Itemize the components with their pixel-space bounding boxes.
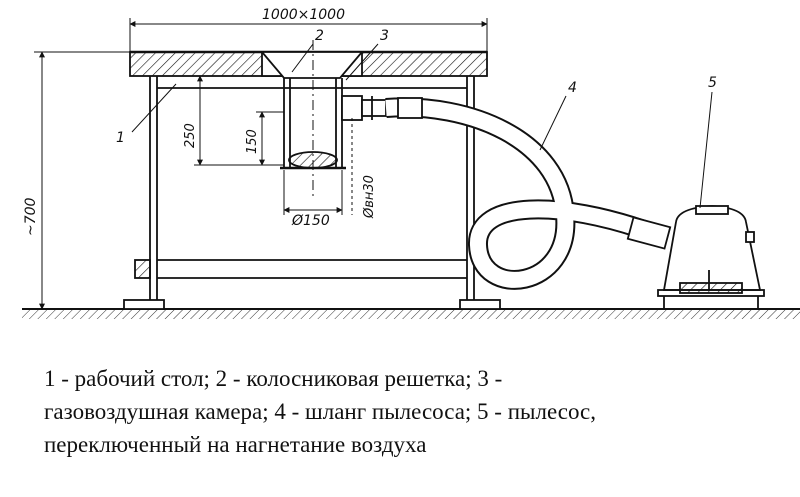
callout-2: 2	[315, 28, 324, 44]
caption-line-3: переключенный на нагнетание воздуха	[44, 432, 427, 457]
technical-drawing: 1000×1000 ~700 250 150 Ø150 Øвн30 1 2 3 …	[22, 7, 800, 319]
callout-4: 4	[568, 80, 577, 96]
leader-lines	[131, 43, 713, 209]
callout-1: 1	[116, 130, 125, 146]
caption-line-1: 1 - рабочий стол; 2 - колосниковая решет…	[44, 366, 503, 391]
caption-line-2: газовоздушная камера; 4 - шланг пылесоса…	[44, 399, 596, 424]
callout-5: 5	[708, 75, 717, 91]
width-dimension-label: 1000×1000	[262, 7, 345, 23]
diameter-150-label: Ø150	[291, 213, 330, 229]
work-table	[123, 50, 501, 310]
callout-3: 3	[380, 28, 389, 44]
vacuum-cleaner	[657, 205, 765, 309]
figure-caption: 1 - рабочий стол; 2 - колосниковая решет…	[44, 362, 784, 461]
dimension-lines	[34, 18, 488, 310]
ground	[22, 308, 800, 319]
nozzle-diameter-label: Øвн30	[362, 175, 377, 219]
height-dimension-label: ~700	[23, 197, 39, 236]
vacuum-hose	[385, 97, 672, 290]
gas-air-chamber	[260, 40, 387, 200]
depth-250-label: 250	[183, 123, 198, 148]
depth-150-label: 150	[245, 129, 260, 154]
